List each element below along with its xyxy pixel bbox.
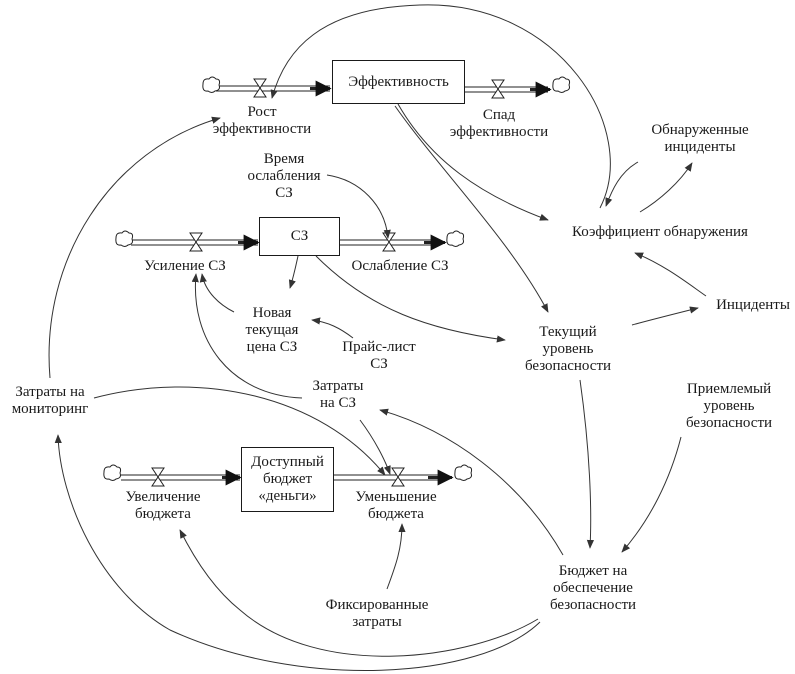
stock-sz[interactable]: СЗ bbox=[259, 217, 340, 256]
causal-links bbox=[48, 4, 707, 671]
valve-icon bbox=[151, 467, 165, 487]
valve-icon bbox=[382, 232, 396, 252]
var-sz-weakening-time[interactable]: Время ослабления СЗ bbox=[247, 151, 321, 201]
flow-sz-weakening-label[interactable]: Ослабление СЗ bbox=[351, 258, 449, 274]
flow-effectiveness-decline-label[interactable]: Спад эффективности bbox=[449, 107, 549, 140]
stock-effectiveness[interactable]: Эффективность bbox=[332, 60, 465, 104]
pipe-budget-decrease bbox=[334, 469, 454, 486]
clouds bbox=[103, 76, 571, 481]
link-pricelist-to-price bbox=[311, 317, 354, 339]
flow-budget-increase-label[interactable]: Увеличение бюджета bbox=[125, 489, 201, 522]
flow-sz-increase-label[interactable]: Усиление СЗ bbox=[144, 258, 226, 274]
link-szcosts-to-decrease bbox=[359, 419, 391, 475]
valve-icon bbox=[253, 78, 267, 98]
link-security-to-incidents bbox=[631, 306, 699, 326]
flow-effectiveness-growth-label[interactable]: Рост эффективности bbox=[212, 104, 312, 137]
link-budget-to-increase bbox=[179, 529, 539, 657]
var-sz-costs[interactable]: Затраты на СЗ bbox=[312, 378, 364, 411]
link-effectiveness-to-coefficient bbox=[397, 103, 549, 221]
cloud-source-icon bbox=[103, 464, 122, 481]
var-security-budget[interactable]: Бюджет на обеспечение безопасности bbox=[549, 563, 637, 613]
link-security-to-budget bbox=[579, 379, 595, 549]
link-detection-to-growth bbox=[270, 4, 611, 209]
cloud-sink-icon bbox=[552, 76, 571, 93]
var-price-list[interactable]: Прайс-лист СЗ bbox=[342, 339, 416, 372]
var-detected-incidents[interactable]: Обнаруженные инциденты bbox=[651, 122, 749, 155]
var-acceptable-security-level[interactable]: Приемлемый уровень безопасности bbox=[685, 381, 773, 431]
pipe-sz-weakening bbox=[340, 234, 447, 251]
stock-label: СЗ bbox=[290, 228, 309, 244]
link-time-to-weakening bbox=[326, 174, 391, 239]
valve-icon bbox=[491, 79, 505, 99]
valve-icon bbox=[391, 467, 405, 487]
pipe-effectiveness-growth bbox=[216, 80, 332, 97]
var-monitoring-costs[interactable]: Затраты на мониторинг bbox=[11, 384, 89, 417]
cloud-sink-icon bbox=[454, 464, 473, 481]
flow-budget-decrease-label[interactable]: Уменьшение бюджета bbox=[355, 489, 437, 522]
var-incidents[interactable]: Инциденты bbox=[716, 297, 790, 313]
stock-available-budget[interactable]: Доступный бюджет «деньги» bbox=[241, 447, 334, 512]
stock-label: Эффективность bbox=[348, 73, 449, 90]
var-new-current-price[interactable]: Новая текущая цена СЗ bbox=[245, 305, 299, 355]
stock-label: Доступный бюджет «деньги» bbox=[251, 454, 324, 504]
valve-icon bbox=[189, 232, 203, 252]
link-incidents-to-coefficient bbox=[634, 252, 707, 297]
flow-pipes bbox=[121, 80, 552, 486]
cloud-source-icon bbox=[115, 230, 134, 247]
link-price-to-increase bbox=[199, 273, 235, 313]
link-budget-to-monitoring bbox=[54, 434, 541, 671]
link-monitoring-to-growth bbox=[48, 116, 221, 379]
link-fixed-to-decrease bbox=[386, 523, 406, 590]
var-current-security-level[interactable]: Текущий уровень безопасности bbox=[524, 324, 612, 374]
cloud-source-icon bbox=[202, 76, 221, 93]
link-detected-to-coefficient bbox=[605, 161, 639, 207]
link-coefficient-to-detected bbox=[639, 162, 693, 213]
link-szcosts-to-increase bbox=[191, 273, 303, 399]
link-effectiveness-to-security-level bbox=[394, 105, 549, 313]
valves bbox=[151, 78, 505, 487]
link-budget-to-szcosts bbox=[379, 408, 564, 556]
link-acceptable-to-budget bbox=[621, 436, 682, 553]
link-sz-to-price bbox=[288, 255, 299, 289]
link-monitoring-to-decrease bbox=[93, 386, 386, 476]
var-fixed-costs[interactable]: Фиксированные затраты bbox=[325, 597, 429, 630]
cloud-sink-icon bbox=[446, 230, 465, 247]
link-sz-to-security-level bbox=[315, 255, 506, 343]
pipe-effectiveness-decline bbox=[465, 81, 552, 98]
pipe-budget-increase bbox=[121, 469, 242, 486]
var-detection-coefficient[interactable]: Коэффициент обнаружения bbox=[572, 224, 748, 240]
